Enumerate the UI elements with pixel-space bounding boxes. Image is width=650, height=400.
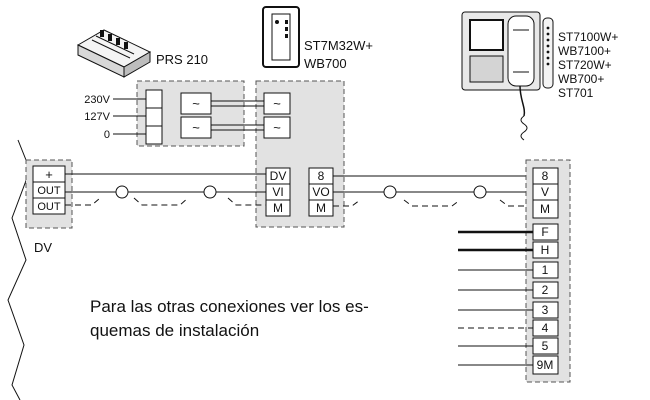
monitor-terminal-3: 3: [542, 303, 549, 317]
monitor-model-3: ST720W+: [558, 58, 612, 72]
power-supply-transformer-upper: [180, 92, 212, 115]
mains-input-127v: 127V: [84, 111, 110, 123]
distributor-right-terminal-block: 8 VO M: [308, 167, 334, 217]
mains-input-0: 0: [104, 129, 110, 141]
terminal-dv: DV: [270, 169, 287, 183]
monitor-terminal-1: 1: [542, 263, 549, 277]
transformer-symbol: ~: [273, 120, 281, 135]
distributor-transformer-upper: [263, 92, 291, 115]
transformer-symbol: ~: [192, 120, 200, 135]
power-supply-label: PRS 210: [156, 52, 208, 67]
camera-terminal-plus: +: [45, 167, 53, 182]
monitor-model-2: WB7100+: [558, 44, 611, 58]
terminal-vi: VI: [272, 185, 283, 199]
transformer-symbol: ~: [273, 96, 281, 111]
monitor-terminal-4: 4: [542, 321, 549, 335]
monitor-terminal-8: 8: [542, 169, 549, 183]
coax-shield-marker: [473, 185, 487, 199]
monitor-terminal-block: 8 V M F H 1 2 3 4 5 9M: [532, 167, 559, 375]
coax-shield-marker: [383, 185, 397, 199]
monitor-terminal-9m: 9M: [537, 358, 554, 372]
camera-label: DV: [34, 240, 52, 255]
din-rail-power-supply-icon: [76, 29, 152, 78]
video-monitor-icon: [461, 11, 554, 141]
monitor-terminal-v: V: [541, 185, 549, 199]
terminal-8: 8: [318, 169, 325, 183]
distributor-transformer-lower: [263, 116, 291, 139]
monitor-terminal-f: F: [541, 225, 548, 239]
monitor-terminal-h: H: [541, 243, 550, 257]
distributor-label-line1: ST7M32W+: [304, 38, 373, 53]
monitor-terminal-5: 5: [542, 339, 549, 353]
power-supply-transformer-lower: [180, 116, 212, 139]
monitor-model-5: ST701: [558, 86, 594, 100]
transformer-symbol: ~: [192, 96, 200, 111]
monitor-terminal-m: M: [540, 202, 550, 216]
coax-shield-marker: [203, 185, 217, 199]
terminal-vo: VO: [312, 185, 329, 199]
camera-terminal-block: + OUT OUT: [32, 165, 66, 215]
camera-terminal-out: OUT: [37, 201, 61, 213]
terminal-m: M: [316, 201, 326, 215]
installation-note-line2: quemas de instalación: [90, 321, 259, 340]
monitor-terminal-2: 2: [542, 283, 549, 297]
monitor-model-4: WB700+: [558, 72, 604, 86]
distributor-label-line2: WB700: [304, 56, 347, 71]
power-supply-input-block: [145, 89, 163, 145]
monitor-model-1: ST7100W+: [558, 30, 618, 44]
mains-input-230v: 230V: [84, 94, 110, 106]
coax-shield-marker: [115, 185, 129, 199]
distributor-left-terminal-block: DV VI M: [265, 167, 291, 217]
din-rail-module-icon: [262, 6, 300, 68]
installation-note-line1: Para las otras conexiones ver los es-: [90, 297, 369, 316]
terminal-m: M: [273, 201, 283, 215]
camera-terminal-out: OUT: [37, 185, 61, 197]
